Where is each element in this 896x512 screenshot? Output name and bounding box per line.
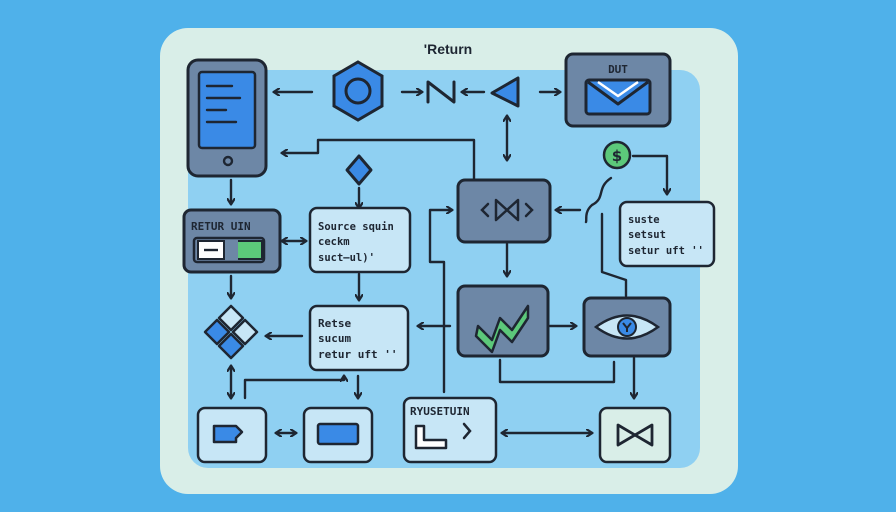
small-box-2[interactable] xyxy=(302,406,374,464)
diagram-title: 'Return xyxy=(424,41,472,57)
diamond-cluster-icon[interactable] xyxy=(203,304,259,360)
suste-line-3: setur uft '' xyxy=(628,245,704,257)
dollar-icon xyxy=(602,140,632,170)
retse-line-3: retur uft '' xyxy=(318,348,397,361)
eye-box[interactable] xyxy=(582,296,672,358)
hexagon-center-ring xyxy=(344,77,372,105)
source-line-1: Source squin xyxy=(318,221,394,233)
n-shape-icon[interactable] xyxy=(426,80,456,104)
check-box[interactable] xyxy=(456,284,550,358)
line-check-to-eye-bottom xyxy=(498,358,616,384)
tag-icon xyxy=(212,424,244,444)
return-box[interactable]: RETUR UIN xyxy=(182,208,282,274)
suste-box[interactable]: suste setsut setur uft '' xyxy=(618,200,716,268)
center-box[interactable] xyxy=(456,178,552,244)
bowtie-box-icon xyxy=(616,423,654,447)
connectors xyxy=(231,92,667,433)
checkmark-icon xyxy=(474,304,530,354)
diamond-icon[interactable] xyxy=(345,154,373,186)
arrow-dollar-to-suste xyxy=(631,154,667,194)
bowtie-icon xyxy=(494,198,520,222)
tablet-node[interactable] xyxy=(186,58,268,178)
eye-pupil xyxy=(622,322,632,332)
ryusetuin-label: RYUSETUIN xyxy=(410,405,470,418)
envelope-flap xyxy=(587,80,649,106)
dollar-label: $ xyxy=(612,147,622,165)
retse-line-1: Retse xyxy=(318,317,351,330)
ryusetuin-chevron xyxy=(462,422,472,440)
out-box[interactable]: DUT xyxy=(564,52,672,128)
arrow-center-to-tablet xyxy=(282,138,476,184)
source-line-2: ceckm xyxy=(318,236,350,248)
toggle-right xyxy=(238,240,263,260)
tablet-lines xyxy=(205,84,242,124)
source-box[interactable]: Source squin ceckm suct–ul)' xyxy=(308,206,412,274)
return-box-label: RETUR UIN xyxy=(191,220,251,233)
envelope-flap-inner xyxy=(597,80,639,98)
small-box-1[interactable] xyxy=(196,406,268,464)
bowtie-right-chevron xyxy=(524,202,534,218)
ryusetuin-box[interactable]: RYUSETUIN xyxy=(402,396,498,464)
bowtie-box[interactable] xyxy=(598,406,672,464)
hexagon-node[interactable] xyxy=(332,60,384,122)
suste-line-1: suste xyxy=(628,214,660,226)
pointer-icon[interactable] xyxy=(490,76,520,108)
dollar-node[interactable]: $ xyxy=(602,140,632,170)
suste-line-2: setsut xyxy=(628,229,666,241)
arrow-ryusetuin-to-center xyxy=(428,210,452,394)
curve-dollar-to-center xyxy=(584,176,613,224)
line-box2-to-retse xyxy=(243,376,344,400)
line-eye-up xyxy=(600,212,628,298)
screen-icon xyxy=(316,422,360,446)
retse-line-2: sucum xyxy=(318,332,351,345)
source-line-3: suct–ul)' xyxy=(318,252,375,264)
bowtie-left-chevron xyxy=(480,202,490,218)
out-box-label: DUT xyxy=(608,63,628,76)
corner-icon xyxy=(414,424,448,450)
retse-box[interactable]: Retse sucum retur uft '' xyxy=(308,304,410,372)
tablet-home-button xyxy=(222,155,234,167)
